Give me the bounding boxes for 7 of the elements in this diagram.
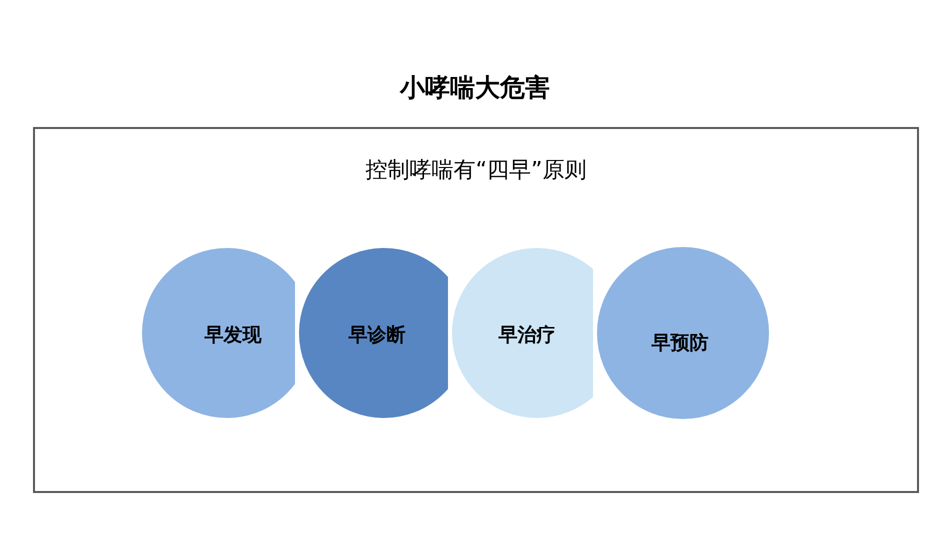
frame-box (33, 127, 919, 493)
circle-label: 早发现 (204, 323, 262, 348)
circle-label: 早预防 (652, 331, 708, 356)
circle-label: 早诊断 (348, 323, 406, 348)
circle-label: 早治疗 (498, 323, 556, 348)
box-heading: 控制哮喘有“四早”原则 (366, 157, 586, 185)
diagram-title: 小哮喘大危害 (400, 72, 550, 104)
